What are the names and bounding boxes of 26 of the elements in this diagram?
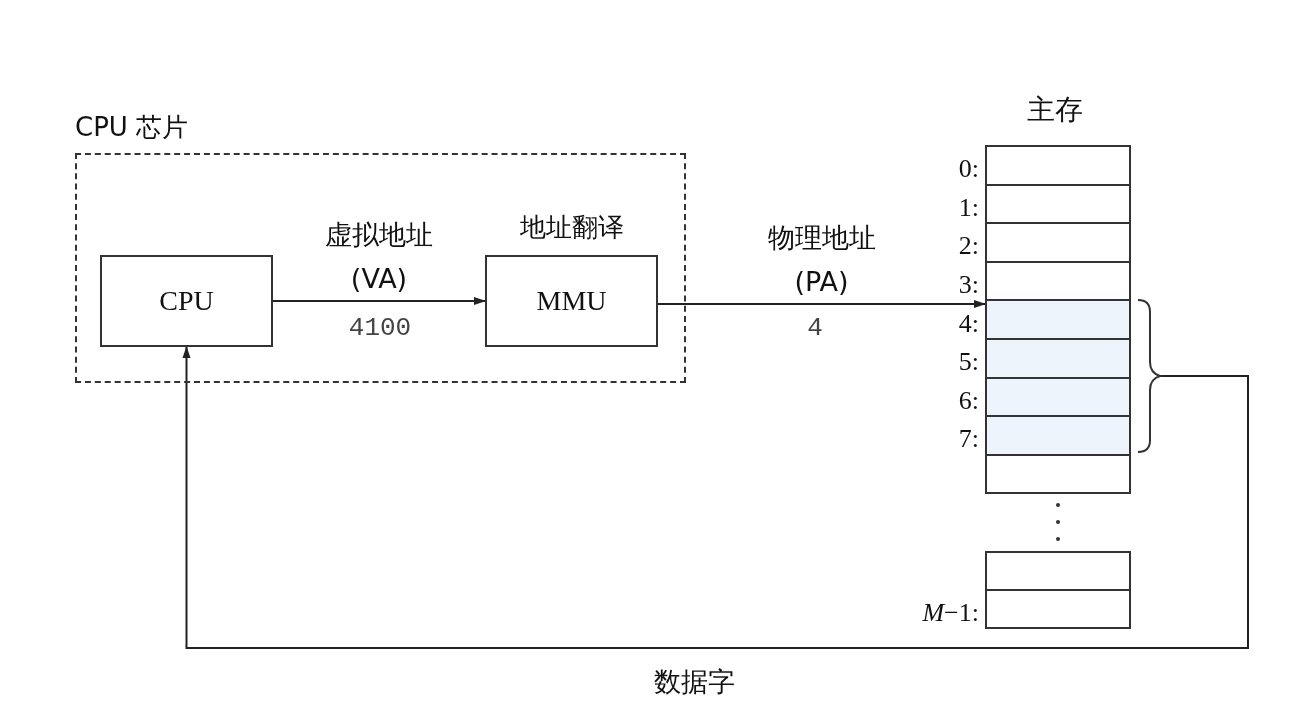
arrow xyxy=(182,346,1249,649)
row-label: 1: xyxy=(958,191,979,224)
brace xyxy=(1136,298,1162,454)
heading: 地址翻译 xyxy=(518,211,625,243)
memory-cell xyxy=(985,551,1131,591)
heading: 主存 xyxy=(1026,94,1084,126)
row-label: 0: xyxy=(958,153,979,186)
address-value: 4100 xyxy=(347,312,413,344)
edge-label: 虚拟地址 (VA) xyxy=(324,218,434,296)
row-label: 2: xyxy=(958,230,979,263)
edge-label: 数据字 xyxy=(652,665,736,699)
box-label: CPU xyxy=(158,285,215,317)
row-label: 6: xyxy=(958,384,979,417)
arrow xyxy=(657,300,986,308)
box-label: MMU xyxy=(535,285,608,317)
processor-box xyxy=(100,255,273,347)
row-label: 3: xyxy=(958,269,979,302)
row-label: 5: xyxy=(958,346,979,379)
heading: CPU 芯片 xyxy=(75,111,189,143)
arrow xyxy=(272,297,486,305)
edge-label: 物理地址 (PA) xyxy=(766,221,877,299)
address-value: 4 xyxy=(806,312,824,344)
row-label: M−1: xyxy=(922,597,979,629)
row-label: 7: xyxy=(958,423,979,456)
memory-cell xyxy=(985,453,1131,495)
row-label: 4: xyxy=(958,307,979,340)
